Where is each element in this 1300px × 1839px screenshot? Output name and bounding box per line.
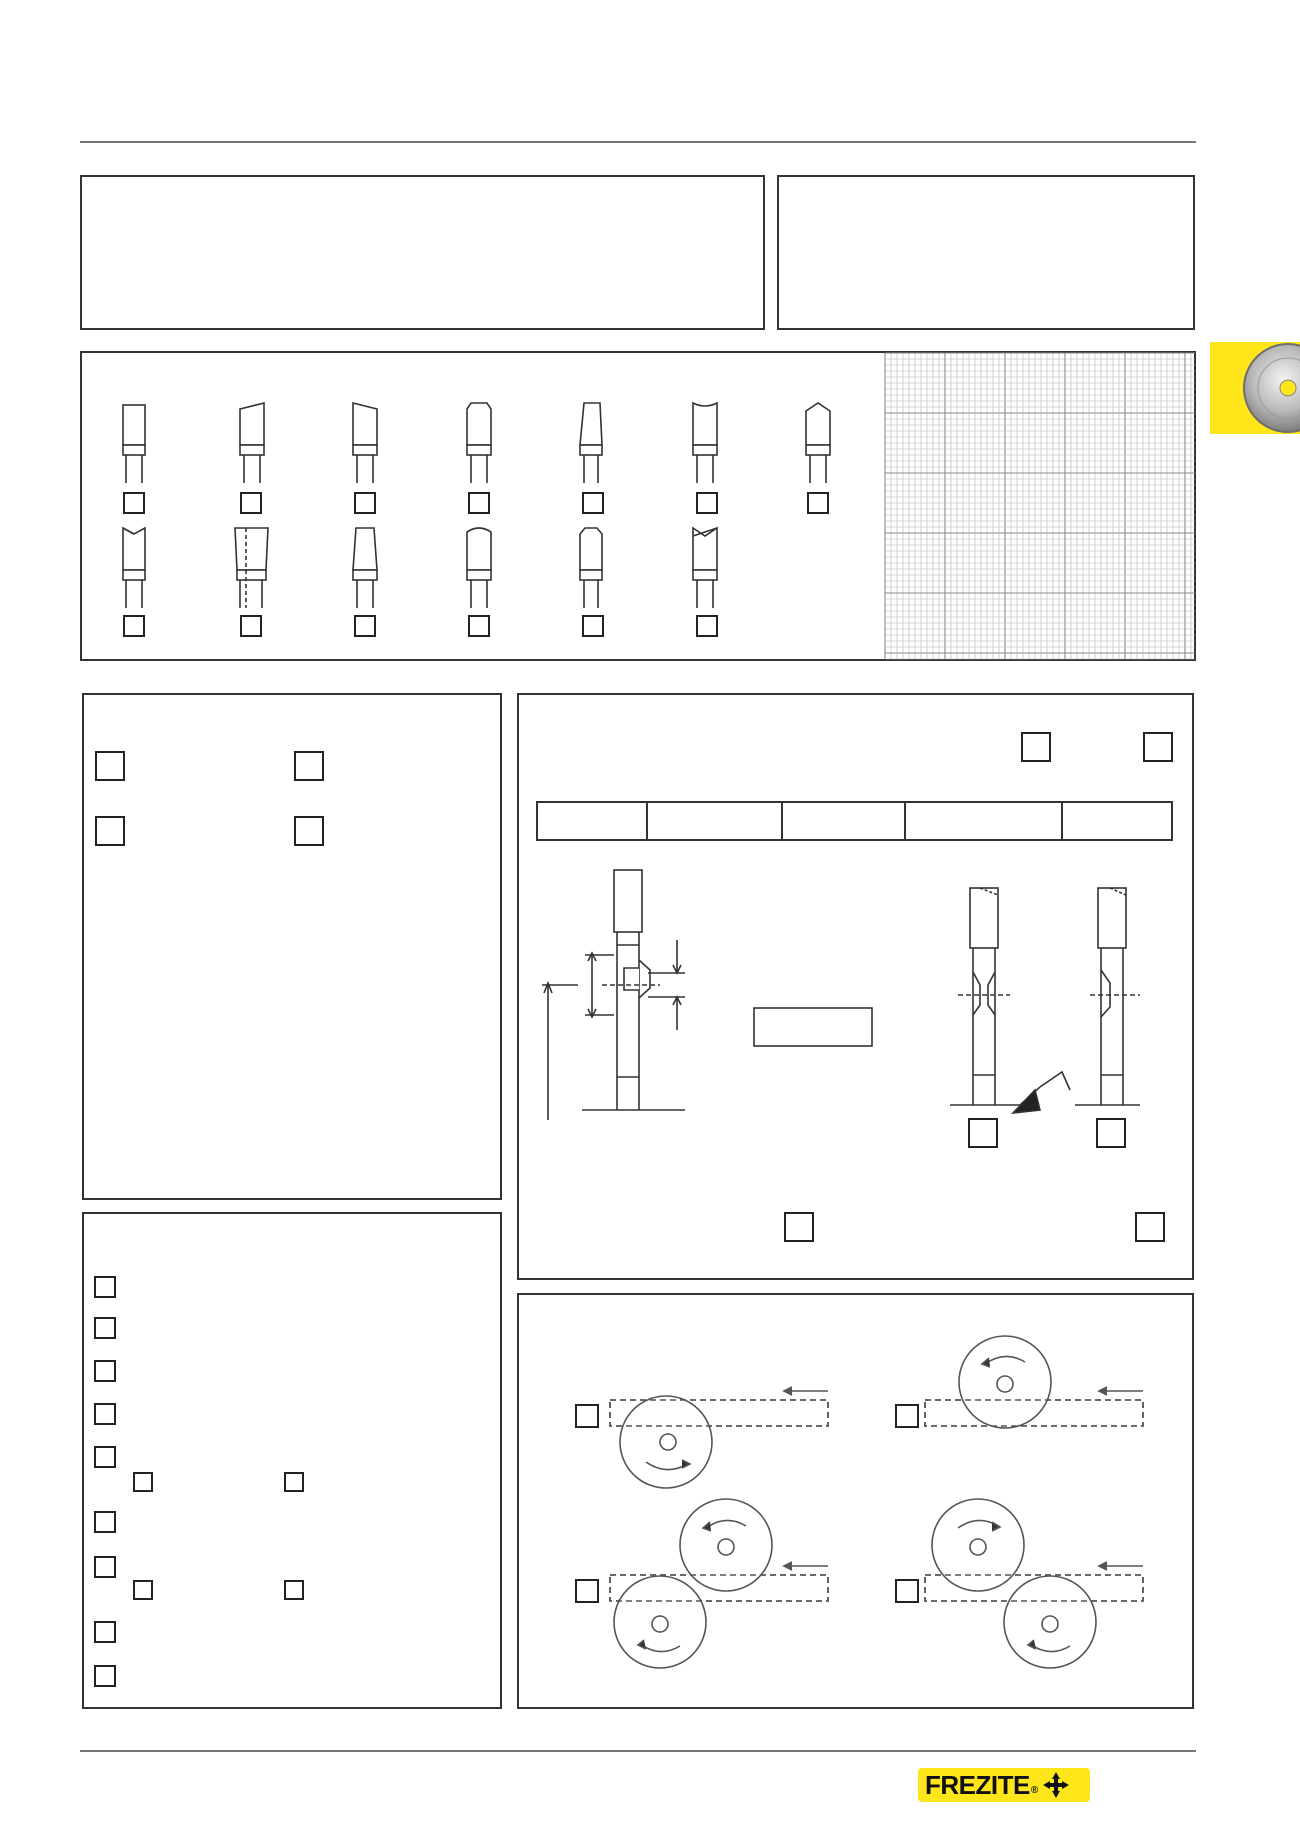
tooth-profile-checkbox-2[interactable] [240, 492, 262, 514]
geometry-cell-2[interactable] [646, 801, 783, 841]
cross-arrows-icon [1043, 1772, 1070, 1798]
material-checkbox-5[interactable] [94, 1446, 116, 1468]
tooth-profile-checkbox-8[interactable] [123, 615, 145, 637]
tooth-profile-hollow-face-icon [692, 401, 718, 483]
material-sub-checkbox-7b[interactable] [284, 1580, 304, 1600]
machine-type-checkbox-1[interactable] [95, 751, 125, 781]
tooth-profile-checkbox-9[interactable] [240, 615, 262, 637]
geometry-bottom-checkbox-2[interactable] [1135, 1212, 1165, 1242]
machine-type-box [82, 693, 502, 1200]
tooth-profile-checkbox-12[interactable] [582, 615, 604, 637]
tooth-profile-chamfered-icon [466, 402, 492, 483]
geometry-option-checkbox-2[interactable] [1143, 732, 1173, 762]
tooth-profile-checkbox-3[interactable] [354, 492, 376, 514]
tooth-profile-checkbox-6[interactable] [696, 492, 718, 514]
feed-direction-checkbox-1[interactable] [575, 1404, 599, 1428]
section-tab [1210, 342, 1300, 434]
tooth-profile-flat-icon [122, 404, 146, 483]
material-checkbox-3[interactable] [94, 1360, 116, 1382]
header-rule [80, 141, 1196, 143]
circular-saw-blade-icon [1243, 343, 1300, 433]
feed-direction-checkbox-2[interactable] [895, 1404, 919, 1428]
material-checkbox-4[interactable] [94, 1403, 116, 1425]
tooth-profile-checkbox-13[interactable] [696, 615, 718, 637]
material-checkbox-6[interactable] [94, 1511, 116, 1533]
geometry-side-checkbox-left[interactable] [968, 1118, 998, 1148]
tooth-profile-triple-chip-icon [579, 527, 603, 608]
tooth-profile-checkbox-4[interactable] [468, 492, 490, 514]
geometry-cell-4[interactable] [904, 801, 1063, 841]
geometry-side-checkbox-right[interactable] [1096, 1118, 1126, 1148]
tooth-profile-raker-set-icon [234, 527, 269, 608]
material-checkbox-1[interactable] [94, 1276, 116, 1298]
tooth-profile-section [80, 351, 1196, 661]
geometry-bottom-checkbox-1[interactable] [784, 1212, 814, 1242]
tooth-profile-alternate-top-bevel-icon [239, 401, 265, 483]
geometry-cell-1[interactable] [536, 801, 648, 841]
frezite-logo: FREZITE ® [918, 1768, 1090, 1802]
sketch-grid[interactable] [884, 352, 1195, 660]
geometry-option-checkbox-1[interactable] [1021, 732, 1051, 762]
machine-type-checkbox-2[interactable] [294, 751, 324, 781]
tooth-profile-checkbox-11[interactable] [468, 615, 490, 637]
tooth-profile-double-hollow-icon [692, 526, 718, 608]
material-checkbox-9[interactable] [94, 1665, 116, 1687]
tooth-profile-checkbox-10[interactable] [354, 615, 376, 637]
order-info-box[interactable] [777, 175, 1195, 330]
logo-registered-mark: ® [1030, 1784, 1039, 1796]
tooth-profile-top-bevel-icon [352, 401, 378, 483]
material-checkbox-2[interactable] [94, 1317, 116, 1339]
material-sub-checkbox-5b[interactable] [284, 1472, 304, 1492]
feed-direction-diagrams [609, 1335, 1144, 1669]
material-sub-checkbox-7a[interactable] [133, 1580, 153, 1600]
tooth-geometry-drawing-icon [542, 869, 1140, 1120]
customer-info-box[interactable] [80, 175, 765, 330]
tooth-profile-checkbox-5[interactable] [582, 492, 604, 514]
logo-text: FREZITE [925, 1770, 1030, 1800]
machine-type-checkbox-3[interactable] [95, 816, 125, 846]
feed-direction-checkbox-4[interactable] [895, 1579, 919, 1603]
feed-direction-checkbox-3[interactable] [575, 1579, 599, 1603]
material-sub-checkbox-5a[interactable] [133, 1472, 153, 1492]
footer-rule [80, 1750, 1196, 1752]
geometry-cell-5[interactable] [1061, 801, 1173, 841]
material-checkbox-7[interactable] [94, 1556, 116, 1578]
machine-type-checkbox-4[interactable] [294, 816, 324, 846]
tooth-profiles-row-1 [122, 401, 831, 483]
geometry-cell-3[interactable] [781, 801, 906, 841]
tooth-profiles-row-2 [122, 526, 718, 608]
tooth-profile-trapezoid-icon [579, 402, 603, 483]
tooth-profile-checkbox-1[interactable] [123, 492, 145, 514]
tooth-profile-tapered-icon [352, 527, 378, 608]
material-options-box [82, 1212, 502, 1709]
tooth-profile-radius-corner-icon [466, 527, 492, 608]
tooth-profile-pointed-icon [805, 402, 831, 483]
material-checkbox-8[interactable] [94, 1621, 116, 1643]
tooth-profile-hollow-ground-icon [122, 526, 146, 608]
tooth-profile-checkbox-7[interactable] [807, 492, 829, 514]
